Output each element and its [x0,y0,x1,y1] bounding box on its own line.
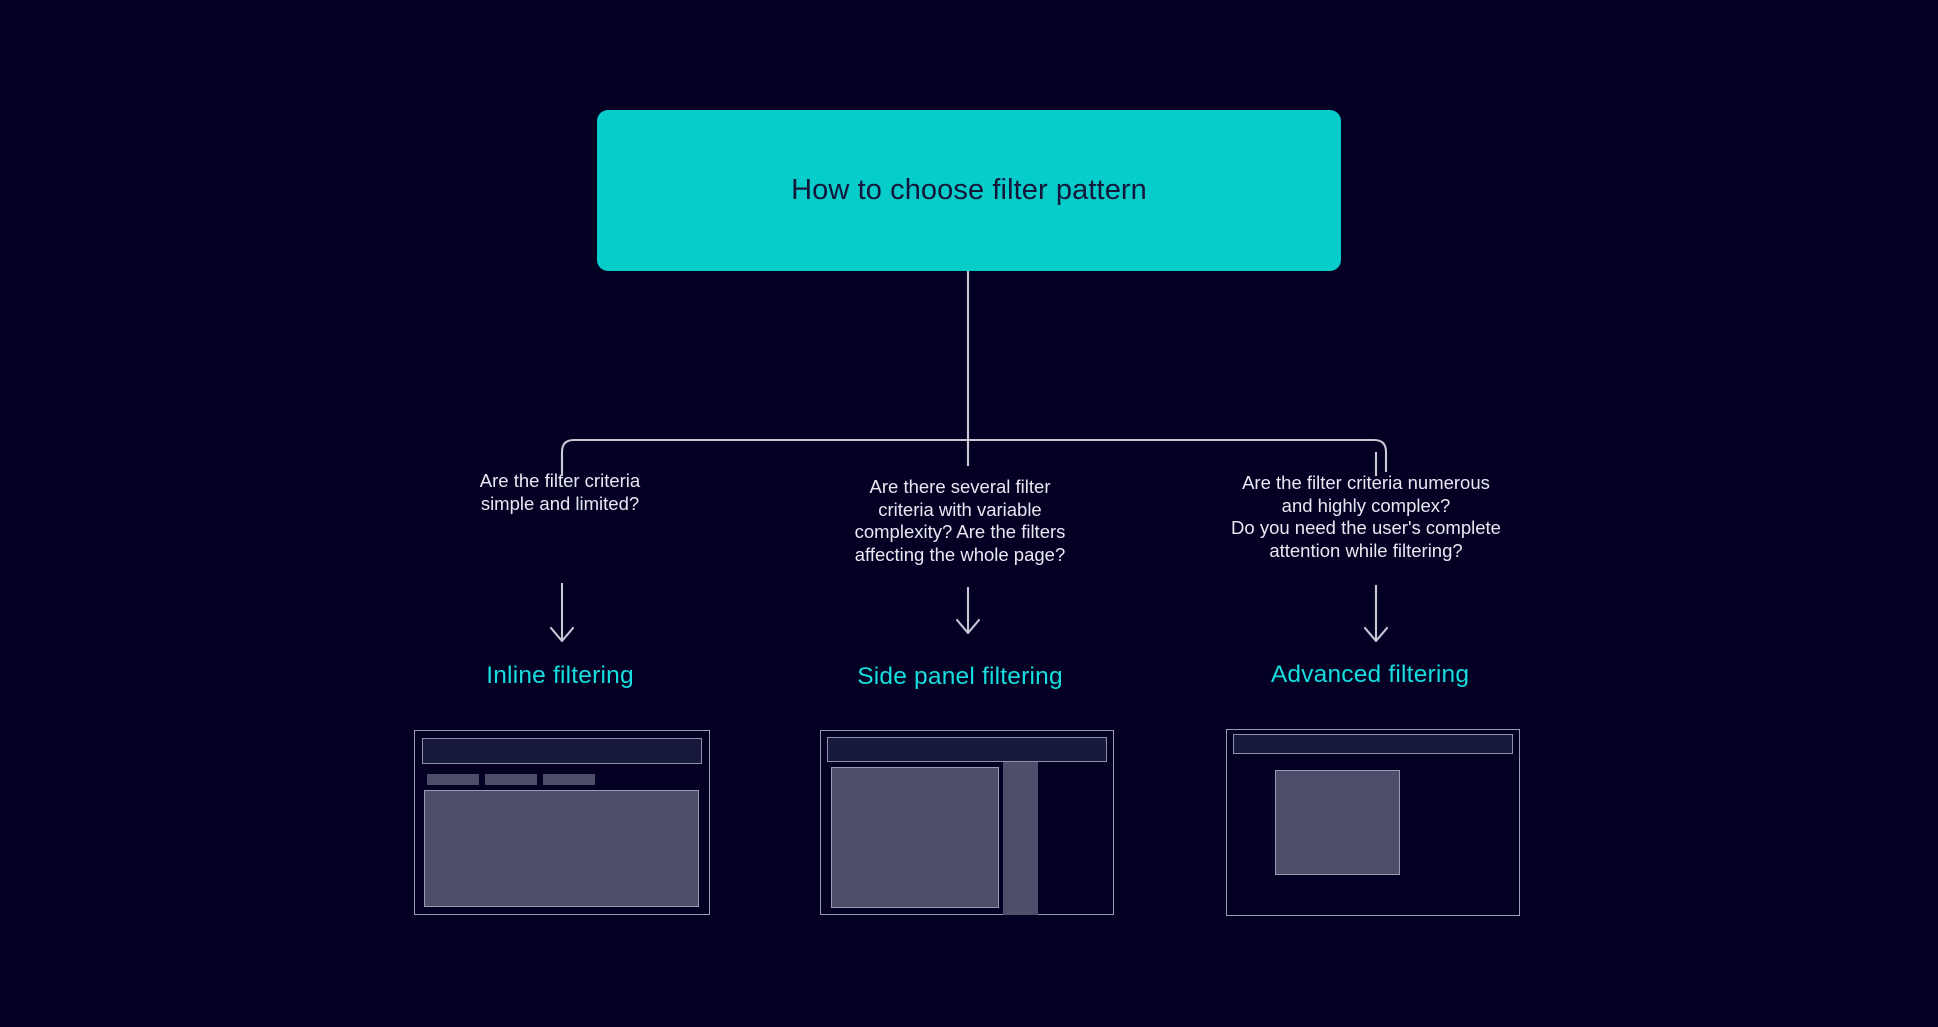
branch-question-text: Are the filter criteria numerous and hig… [1231,472,1501,561]
arrow-head-left [549,626,575,643]
advanced-filtering-thumbnail[interactable] [1226,729,1520,916]
thumbnail-header-bar [827,737,1107,762]
thumbnail-side-panel [1003,762,1038,915]
inline-filter-chip [427,774,479,785]
thumbnail-header-bar [422,738,702,764]
branch-question-text: Are there several filter criteria with v… [854,476,1066,565]
branch-question-text: Are the filter criteria simple and limit… [479,470,641,514]
outcome-label-side-panel[interactable]: Side panel filtering [857,663,1063,690]
thumbnail-modal-dialog [1275,770,1400,875]
branch-rail [560,438,1388,472]
root-decision-label: How to choose filter pattern [791,174,1147,207]
outcome-label-advanced[interactable]: Advanced filtering [1270,661,1470,688]
side-panel-filtering-thumbnail[interactable] [820,730,1114,915]
thumbnail-header-bar [1233,734,1513,754]
outcome-label-inline[interactable]: Inline filtering [486,662,634,689]
arrow-head-middle [955,618,981,635]
inline-filter-chip [485,774,537,785]
root-decision-box[interactable]: How to choose filter pattern [597,110,1341,271]
inline-filter-chip [543,774,595,785]
branch-question-advanced: Are the filter criteria numerous and hig… [1178,472,1554,562]
thumbnail-content-area [831,767,999,908]
branch-question-side-panel: Are there several filter criteria with v… [800,476,1120,566]
arrow-head-right [1363,626,1389,643]
inline-filtering-thumbnail[interactable] [414,730,710,915]
thumbnail-content-area [424,790,699,907]
branch-question-inline: Are the filter criteria simple and limit… [392,470,728,515]
